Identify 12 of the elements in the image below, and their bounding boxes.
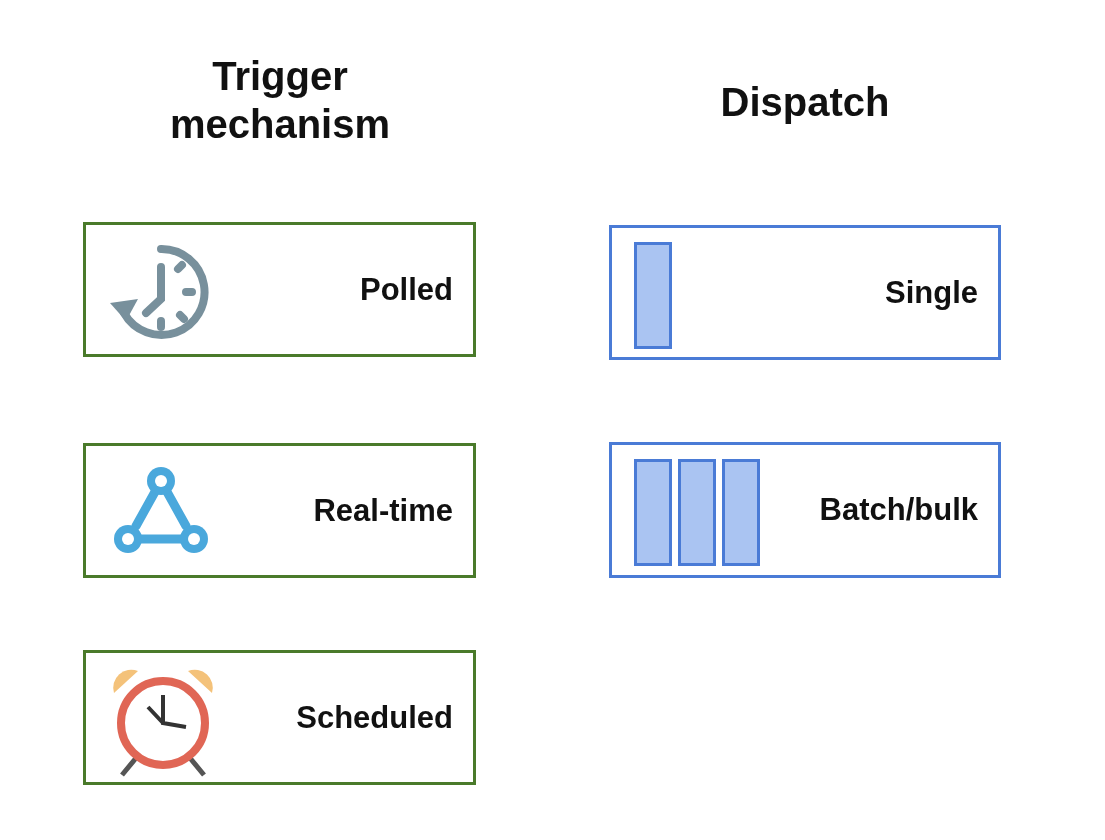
column-heading: Trigger mechanism xyxy=(168,53,392,148)
category-box xyxy=(83,443,476,578)
category-box xyxy=(609,225,1001,360)
box-label: Single xyxy=(885,274,978,311)
category-box xyxy=(609,442,1001,578)
box-label: Real-time xyxy=(313,492,453,529)
column-heading: Dispatch xyxy=(719,79,891,126)
box-label: Batch/bulk xyxy=(819,492,978,528)
category-box xyxy=(83,222,476,357)
box-label: Polled xyxy=(360,271,453,308)
box-label: Scheduled xyxy=(296,699,453,736)
category-box xyxy=(83,650,476,785)
